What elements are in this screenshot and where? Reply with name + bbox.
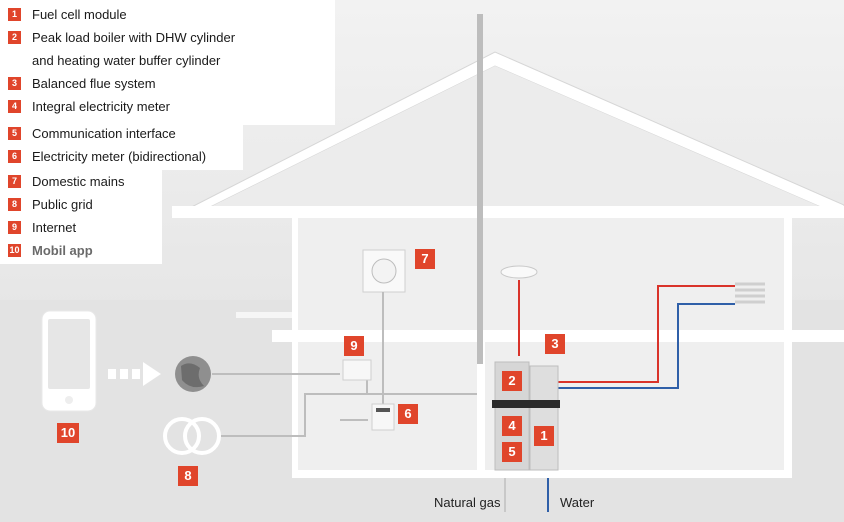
legend-number: 7 [8,175,21,188]
legend-label: Domestic mains [32,174,125,189]
callout-domestic-mains: 7 [415,249,435,269]
legend-number: 5 [8,127,21,140]
callout-public-grid: 8 [178,466,198,486]
callout-peak-boiler: 2 [502,371,522,391]
legend-number: 6 [8,150,21,163]
legend-label: Internet [32,220,77,235]
legend-label: Peak load boiler with DHW cylinder [32,30,236,45]
legend-label: Communication interface [32,126,176,141]
legend-item-fuel-cell: 1 Fuel cell module [8,7,127,22]
legend-item-public-grid: 8 Public grid [8,197,93,212]
legend-item-flue: 3 Balanced flue system [8,76,156,91]
natural-gas-label: Natural gas [434,495,501,510]
legend-label: Balanced flue system [32,76,156,91]
legend: 1 Fuel cell module 2 Peak load boiler wi… [0,0,340,270]
legend-number: 8 [8,198,21,211]
callout-communication: 5 [502,442,522,462]
legend-number: 2 [8,31,21,44]
legend-item-integral-meter: 4 Integral electricity meter [8,99,170,114]
legend-label-continued: and heating water buffer cylinder [32,53,221,68]
legend-panel [0,168,162,264]
legend-item-communication: 5 Communication interface [8,126,176,141]
callout-fuel-cell: 1 [534,426,554,446]
legend-panel [0,0,335,125]
legend-number: 1 [8,8,21,21]
callout-bidirectional-meter: 6 [398,404,418,424]
legend-item-peak-boiler: 2 Peak load boiler with DHW cylinder [8,30,235,45]
legend-number: 3 [8,77,21,90]
callout-flue: 3 [545,334,565,354]
legend-panel [0,120,243,170]
legend-number: 4 [8,100,21,113]
legend-label: Mobil app [32,243,93,258]
legend-item-mobile-app: 10 Mobil app [8,243,93,258]
legend-label: Public grid [32,197,93,212]
callout-integral-meter: 4 [502,416,522,436]
callout-mobile-app: 10 [57,423,79,443]
legend-item-bidirectional-meter: 6 Electricity meter (bidirectional) [8,149,206,164]
legend-number: 9 [8,221,21,234]
callout-internet: 9 [344,336,364,356]
legend-number: 10 [8,244,21,257]
legend-item-internet: 9 Internet [8,220,76,235]
water-label: Water [560,495,595,510]
legend-label: Integral electricity meter [32,99,170,114]
legend-label: Fuel cell module [32,7,127,22]
legend-label: Electricity meter (bidirectional) [32,149,207,164]
legend-item-domestic-mains: 7 Domestic mains [8,174,124,189]
